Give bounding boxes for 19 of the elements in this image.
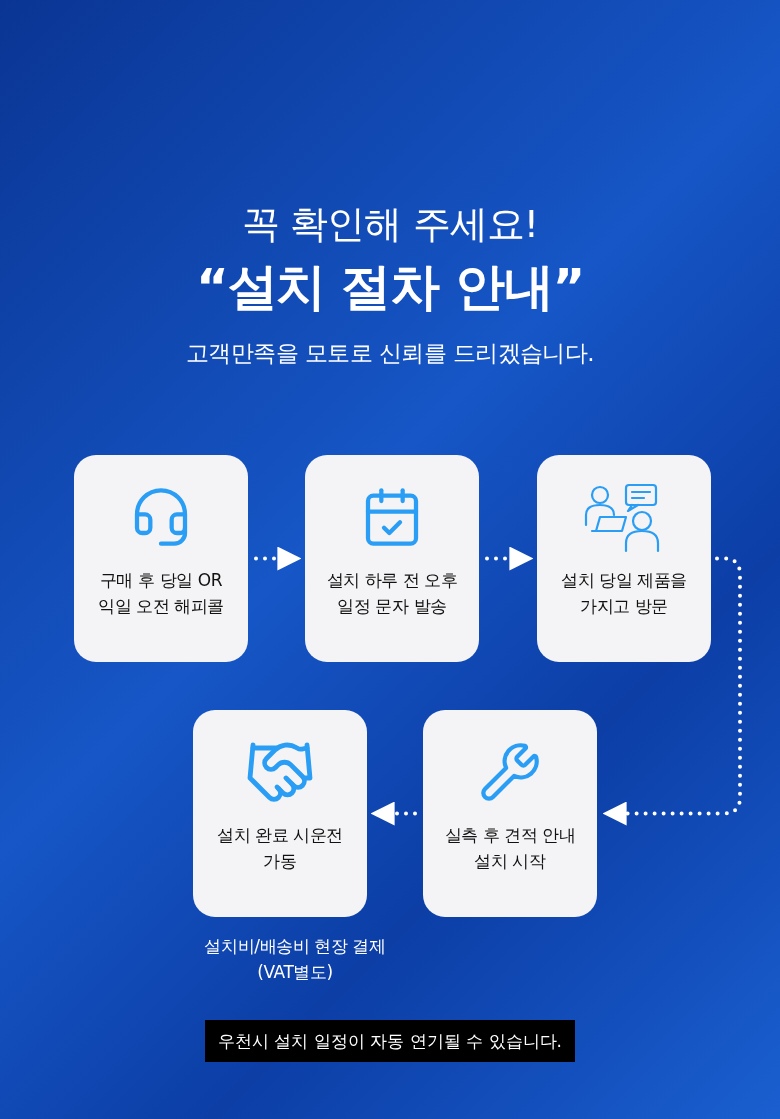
step-note: 설치비/배송비 현장 결제(VAT별도) [203,935,387,984]
step-text: 설치 하루 전 오후 일정 문자 발송 [325,569,459,618]
dotted-arrow [485,546,534,571]
step-card [193,710,367,917]
step-text: 실측 후 견적 안내 설치 시작 [443,824,577,873]
dotted-arrow [370,801,417,826]
step-card [537,455,711,662]
step-text: 설치 완료 시운전 가동 [216,824,344,873]
step-card [74,455,248,662]
subtitle: 꼭 확인해 주세요! [241,201,539,248]
step-text: 구매 후 당일 OR 익일 오전 해피콜 [97,569,225,618]
dotted-arrow [602,556,742,826]
tagline: 고객만족을 모토로 신뢰를 드리겠습니다. [184,339,596,368]
dotted-arrow [254,546,302,571]
step-card [423,710,597,917]
notice-banner: 우천시 설치 일정이 자동 연기될 수 있습니다. [205,1020,575,1062]
step-text: 설치 당일 제품을 가지고 방문 [560,569,688,618]
title: “설치 절차 안내” [194,257,585,318]
step-card [305,455,479,662]
